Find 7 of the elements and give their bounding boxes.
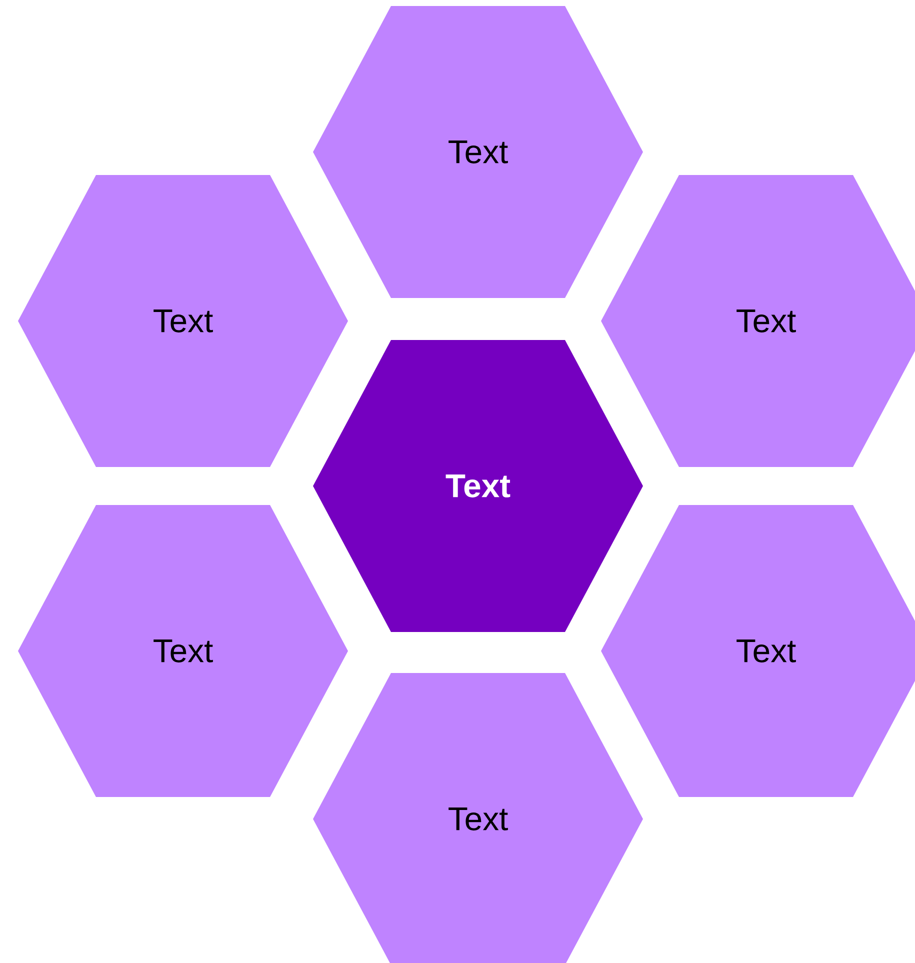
hexagon: Text xyxy=(601,175,915,467)
hexagon: Text xyxy=(313,673,643,963)
hexagon: Text xyxy=(313,340,643,632)
hexagon: Text xyxy=(313,6,643,298)
hexagon: Text xyxy=(18,505,348,797)
hexagon: Text xyxy=(601,505,915,797)
hexagon: Text xyxy=(18,175,348,467)
